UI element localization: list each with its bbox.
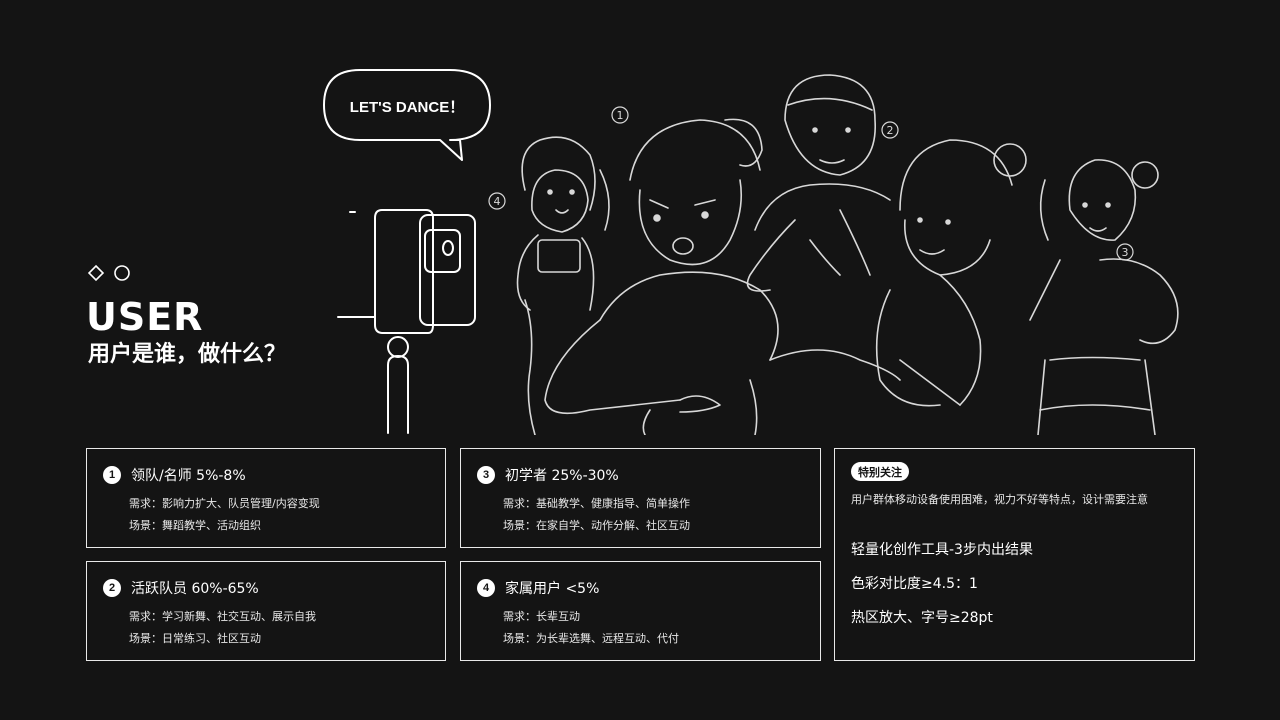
person-5-figure bbox=[875, 139, 1027, 407]
user-card-family: 4 家属用户 <5% 需求：长辈互动 场景：为长辈选舞、远程互动、代付 bbox=[460, 561, 821, 661]
card-number-badge: 3 bbox=[477, 466, 495, 484]
person-1-figure bbox=[544, 118, 901, 435]
card-need: 需求：影响力扩大、队员管理/内容变现 bbox=[129, 497, 320, 510]
user-card-active-member: 2 活跃队员 60%-65% 需求：学习新舞、社交互动、展示自我 场景：日常练习… bbox=[86, 561, 446, 661]
card-need: 需求：基础教学、健康指导、简单操作 bbox=[503, 497, 690, 510]
page-subtitle: 用户是谁，做什么？ bbox=[88, 342, 287, 367]
marker-2: 2 bbox=[887, 124, 894, 137]
marker-3: 3 bbox=[1122, 246, 1129, 259]
marker-1: 1 bbox=[617, 109, 624, 122]
card-number-badge: 4 bbox=[477, 579, 495, 597]
person-2-figure bbox=[746, 74, 891, 292]
focus-point: 色彩对比度≥4.5：1 bbox=[851, 576, 978, 592]
card-scene: 场景：为长辈选舞、远程互动、代付 bbox=[503, 632, 679, 645]
marker-4: 4 bbox=[494, 195, 501, 208]
focus-point: 轻量化创作工具-3步内出结果 bbox=[851, 542, 1033, 558]
card-scene: 场景：日常练习、社区互动 bbox=[129, 632, 261, 645]
card-title: 领队/名师 5%-8% bbox=[131, 468, 246, 484]
special-focus-description: 用户群体移动设备使用困难，视力不好等特点，设计需要注意 bbox=[851, 493, 1148, 506]
card-number-badge: 2 bbox=[103, 579, 121, 597]
card-scene: 场景：舞蹈教学、活动组织 bbox=[129, 519, 261, 532]
focus-point: 热区放大、字号≥28pt bbox=[851, 610, 993, 626]
user-card-beginner: 3 初学者 25%-30% 需求：基础教学、健康指导、简单操作 场景：在家自学、… bbox=[460, 448, 821, 548]
special-focus-card: 特别关注 用户群体移动设备使用困难，视力不好等特点，设计需要注意 轻量化创作工具… bbox=[834, 448, 1195, 661]
speech-bubble-text: LET'S DANCE！ bbox=[350, 99, 464, 116]
speech-bubble: LET'S DANCE！ bbox=[323, 69, 491, 161]
card-number-badge: 1 bbox=[103, 466, 121, 484]
decor-shapes-icon bbox=[88, 264, 130, 282]
page-title: USER bbox=[86, 295, 204, 339]
person-4-figure bbox=[516, 136, 610, 435]
card-title: 活跃队员 60%-65% bbox=[131, 581, 259, 597]
person-3-figure bbox=[1029, 159, 1179, 435]
user-card-leader: 1 领队/名师 5%-8% 需求：影响力扩大、队员管理/内容变现 场景：舞蹈教学… bbox=[86, 448, 446, 548]
person-markers bbox=[488, 106, 1134, 261]
card-need: 需求：长辈互动 bbox=[503, 610, 580, 623]
dancing-users-illustration: LET'S DANCE！ bbox=[323, 69, 1179, 435]
card-title: 初学者 25%-30% bbox=[505, 468, 619, 484]
card-title: 家属用户 <5% bbox=[505, 581, 600, 597]
phone-tripod-icon bbox=[337, 209, 476, 434]
card-need: 需求：学习新舞、社交互动、展示自我 bbox=[129, 610, 316, 623]
card-scene: 场景：在家自学、动作分解、社区互动 bbox=[503, 519, 690, 532]
special-focus-badge: 特别关注 bbox=[851, 462, 909, 481]
